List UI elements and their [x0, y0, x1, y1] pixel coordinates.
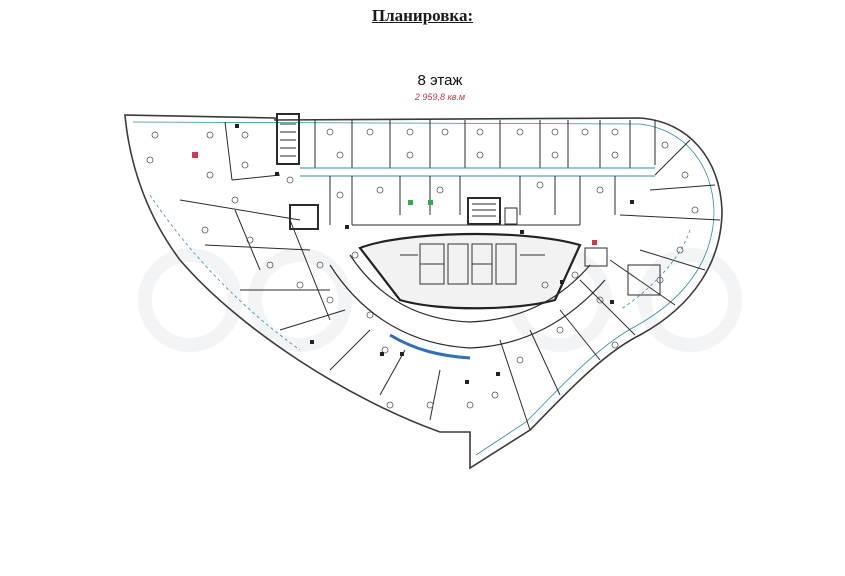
accent-markers [192, 152, 597, 245]
floor-title: 8 этаж [417, 72, 463, 89]
central-core [358, 232, 582, 310]
second-room-row [329, 176, 616, 226]
green-markers [408, 200, 433, 205]
curved-corridor [329, 254, 606, 360]
page-heading: Планировка: [371, 6, 474, 25]
floor-area: 2 959,8 кв.м [414, 92, 466, 102]
top-room-row [300, 120, 655, 177]
left-wing-walls [179, 121, 441, 421]
dashed-lines [149, 194, 691, 351]
right-wing-walls [499, 120, 721, 431]
column-marks [235, 124, 634, 384]
stair-core-center [467, 197, 518, 225]
stair-core-left [276, 113, 300, 165]
glazing-line [132, 121, 715, 456]
fixture-symbols [146, 128, 699, 409]
building-outline [124, 114, 723, 470]
